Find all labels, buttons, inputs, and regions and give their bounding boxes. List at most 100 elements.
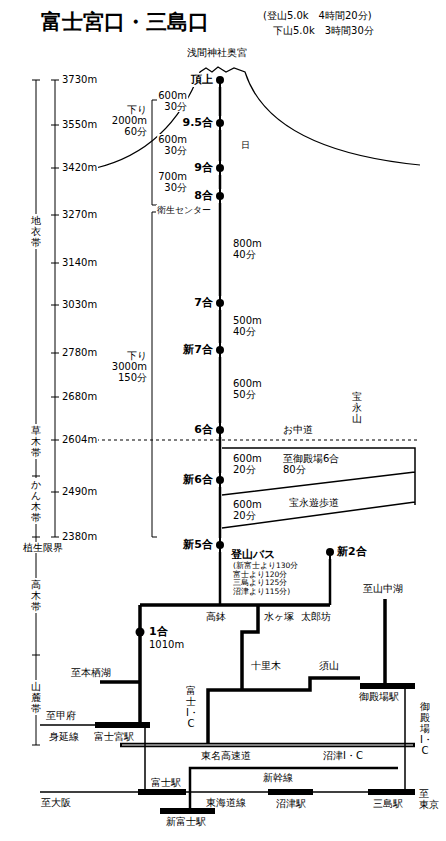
map-label: 2680m xyxy=(61,391,98,402)
map-label: 下り 3000m 150分 xyxy=(111,350,148,383)
map-label: 新富士駅 xyxy=(165,816,207,827)
map-label: 至山中湖 xyxy=(362,583,404,594)
trail-station: 9.5合 xyxy=(181,116,226,130)
station-dot xyxy=(215,189,225,203)
map-label: 3550m xyxy=(61,119,98,130)
ochudo-dashed-line xyxy=(96,439,420,440)
station-name: 7合 xyxy=(192,296,215,310)
station-bar xyxy=(138,789,186,795)
map-label: 至御殿場6合 80分 xyxy=(282,453,340,475)
station-name: 新5合 xyxy=(181,538,215,552)
trail-segment xyxy=(219,487,222,538)
map-label: 2780m xyxy=(61,347,98,358)
map-label: 2380m xyxy=(61,531,98,542)
station-dot xyxy=(215,296,225,310)
trail-segment xyxy=(219,437,222,473)
map-label: 三島駅 xyxy=(372,798,404,809)
map-label: 3140m xyxy=(61,257,98,268)
segment-distance: 700m 30分 xyxy=(157,171,188,193)
expressway xyxy=(120,743,415,748)
trail-segment xyxy=(219,310,222,343)
railway-lines xyxy=(40,689,415,792)
map-label: 太郎坊 xyxy=(300,611,332,622)
map-label: 3270m xyxy=(61,209,98,220)
station-dot xyxy=(136,628,145,637)
side-trails xyxy=(222,448,415,528)
trail-station: 新7合 xyxy=(181,343,225,357)
shinkansen-line xyxy=(190,768,398,808)
station-name: 新7合 xyxy=(181,343,215,357)
segment-distance: 600m 20分 xyxy=(232,453,263,475)
map-label: 至 東京 xyxy=(418,788,440,810)
zone-bar xyxy=(32,80,40,745)
map-label: 2490m xyxy=(61,486,98,497)
map-label: 1合 xyxy=(148,626,169,637)
station-bar xyxy=(160,808,215,814)
map-label: (登山5.0k 4時間20分) xyxy=(262,10,373,21)
segment-distance: 600m 30分 xyxy=(157,90,188,112)
station-name: 頂上 xyxy=(189,73,215,87)
map-label: 沼津駅 xyxy=(275,798,307,809)
trail-station: 頂上 xyxy=(189,73,225,87)
trail-station: 7合 xyxy=(192,296,225,310)
map-label: 3420m xyxy=(61,162,98,173)
map-label: 沼津I・C xyxy=(322,750,364,761)
map-label: 地衣帯 xyxy=(31,214,41,249)
map-label: 日 xyxy=(240,140,251,150)
map-label: 至甲府 xyxy=(45,710,77,721)
descent-bracket xyxy=(152,100,157,537)
map-label: かん木帯 xyxy=(31,478,41,524)
station-name: 9.5合 xyxy=(181,116,216,130)
map-label: (新富士より130分 富士より120分 三島より125分 沼津より115分) xyxy=(232,562,299,596)
segment-distance: 600m 20分 xyxy=(232,499,263,521)
segment-distance: 800m 40分 xyxy=(232,238,263,260)
map-label: 3730m xyxy=(61,74,98,85)
trail-station: 新2合 xyxy=(325,545,369,559)
map-label: 富士宮駅 xyxy=(93,731,135,742)
trail-segment xyxy=(219,203,222,296)
map-label: 水ヶ塚 xyxy=(263,611,295,622)
map-label: 東名高速道 xyxy=(200,750,252,761)
map-label: 登山バス xyxy=(230,549,276,560)
map-label: 高鉢 xyxy=(205,611,227,622)
trail-segment xyxy=(219,130,222,161)
station-dot xyxy=(215,73,225,87)
map-label: お中道 xyxy=(282,424,314,435)
map-label: 衛生センター xyxy=(156,205,212,215)
segment-distance: 500m 40分 xyxy=(232,315,263,337)
trail-station: 6合 xyxy=(192,423,225,437)
trail-station: 8合 xyxy=(192,189,225,203)
map-label: 下り 2000m 60分 xyxy=(111,104,148,137)
station-dot xyxy=(215,473,225,487)
station-bar xyxy=(95,722,150,728)
map-label: 富士I・C xyxy=(186,684,196,730)
map-label: 東海道線 xyxy=(205,797,247,808)
station-name: 9合 xyxy=(192,161,215,175)
station-bar xyxy=(268,789,313,795)
elevation-scale xyxy=(51,80,59,537)
map-label: 至本栖湖 xyxy=(70,667,112,678)
map-label: 3030m xyxy=(61,299,98,310)
station-dot xyxy=(215,423,225,437)
trail-segment xyxy=(219,87,222,116)
map-label: 1010m xyxy=(148,639,185,650)
map-label: 身延線 xyxy=(48,731,80,742)
station-bar xyxy=(360,683,415,689)
map-label: 植生限界 xyxy=(22,542,64,553)
station-name: 新2合 xyxy=(335,545,369,559)
station-dot xyxy=(215,538,225,552)
segment-distance: 600m 30分 xyxy=(157,134,188,156)
map-label: 富士駅 xyxy=(150,777,182,788)
map-label: 2604m xyxy=(61,434,98,445)
station-dot xyxy=(215,343,225,357)
map-label: 山麓帯 xyxy=(31,680,41,715)
segment-distance: 600m 50分 xyxy=(232,378,263,400)
trail-station: 新6合 xyxy=(181,473,225,487)
map-label: 草木帯 xyxy=(31,424,41,459)
map-label: 御殿場駅 xyxy=(358,691,400,702)
station-bar xyxy=(368,789,415,795)
station-name: 新6合 xyxy=(181,473,215,487)
map-label: 須山 xyxy=(318,660,340,671)
map-title: 富士宮口・三島口 xyxy=(40,10,210,34)
trail-segment xyxy=(219,357,222,423)
